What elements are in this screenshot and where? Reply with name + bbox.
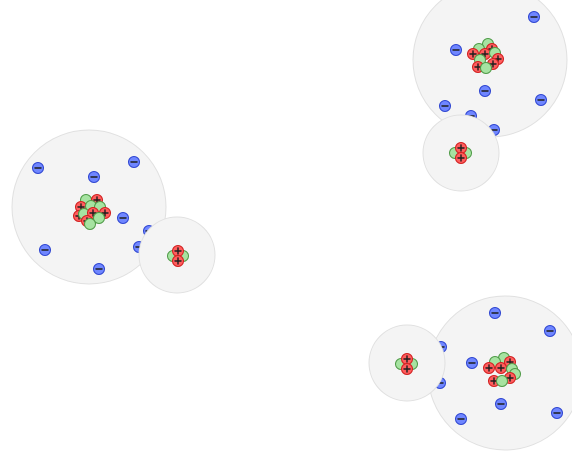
atom-small-bottom-right bbox=[368, 324, 446, 402]
electron bbox=[551, 407, 563, 419]
proton bbox=[401, 363, 413, 375]
neutron bbox=[496, 375, 508, 387]
electron bbox=[439, 100, 451, 112]
proton bbox=[455, 142, 467, 154]
proton bbox=[483, 362, 495, 374]
proton bbox=[401, 353, 413, 365]
nucleus bbox=[395, 353, 418, 375]
atom-large-left bbox=[11, 129, 167, 285]
electron bbox=[495, 398, 507, 410]
atom-large-top-right bbox=[412, 0, 568, 138]
proton bbox=[495, 362, 507, 374]
electron bbox=[544, 325, 556, 337]
atom-large-bottom-right bbox=[427, 295, 572, 451]
molecule-left bbox=[11, 129, 216, 294]
molecule-top-right bbox=[412, 0, 568, 192]
proton bbox=[455, 152, 467, 164]
electron bbox=[528, 11, 540, 23]
nucleus bbox=[73, 194, 111, 230]
electron bbox=[479, 85, 491, 97]
electron bbox=[88, 171, 100, 183]
electron bbox=[489, 307, 501, 319]
atom-small-left bbox=[138, 216, 216, 294]
electron bbox=[535, 94, 547, 106]
electron bbox=[32, 162, 44, 174]
neutron bbox=[84, 218, 96, 230]
proton bbox=[172, 255, 184, 267]
molecule-bottom-right bbox=[368, 295, 572, 451]
electron bbox=[39, 244, 51, 256]
electron bbox=[455, 413, 467, 425]
electron bbox=[93, 263, 105, 275]
neutron bbox=[480, 62, 492, 74]
nucleus bbox=[483, 352, 521, 387]
atom-small-top-right bbox=[422, 114, 500, 192]
electron bbox=[466, 357, 478, 369]
electron bbox=[117, 212, 129, 224]
proton bbox=[172, 245, 184, 257]
electron bbox=[128, 156, 140, 168]
nucleus bbox=[467, 38, 504, 74]
nucleus bbox=[449, 142, 472, 164]
electron bbox=[450, 44, 462, 56]
nucleus bbox=[167, 245, 189, 267]
neutron bbox=[93, 212, 105, 224]
